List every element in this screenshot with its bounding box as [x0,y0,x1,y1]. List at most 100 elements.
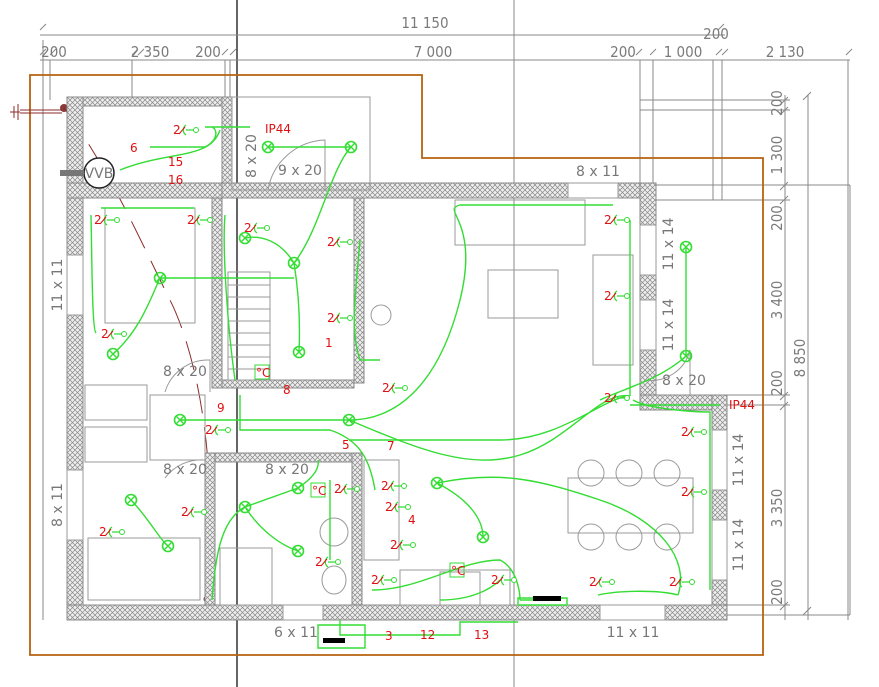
dim-top-seg-0: 200 [41,43,67,61]
dim-top-total: 11 150 [401,14,448,32]
socket-icon: 2 [187,213,213,227]
ceiling-light-icon [292,345,306,359]
staircase [227,271,271,381]
dim-right-seg-1: 1 300 [768,136,786,175]
socket-circuit-label: 2 [385,500,393,514]
socket-icon: 2 [244,221,270,235]
circuit-12: 12 [420,628,435,642]
thermostat-hall: °C [254,364,270,380]
ceiling-light-icon [430,476,444,490]
dim-top-seg-5: 1 000 [664,43,703,61]
socket-icon: 2 [390,538,416,552]
panel-bar-right [533,596,561,601]
dim-right-seg-5: 3 350 [768,489,786,528]
socket-circuit-label: 2 [94,213,102,227]
dining-chairs [577,459,681,551]
socket-icon: 2 [94,213,120,227]
socket-circuit-label: 2 [390,538,398,552]
opening-bottom-window: 11 x 11 [607,625,660,641]
thermostat-kitchen: °C [449,562,465,578]
socket-circuit-label: 2 [371,573,379,587]
furniture [87,139,694,606]
dim-top-extra: 200 [703,25,729,43]
boiler: VVB [60,157,115,189]
socket-circuit-label: 2 [589,575,597,589]
socket-icon: 2 [604,289,630,303]
socket-circuit-label: 2 [604,289,612,303]
thermostat-bath: °C [310,482,326,498]
ceiling-light-icon [287,256,301,270]
circuit-8: 8 [283,383,291,397]
ceiling-light-icon [291,544,305,558]
socket-icon: 2 [173,123,199,137]
ceiling-light-icon [238,500,252,514]
ceiling-light-icon [291,481,305,495]
socket-icon: 2 [327,311,353,325]
socket-icon: 2 [681,485,707,499]
opening-bath-window: 6 x 11 [274,625,318,641]
top-dimension-lines [39,23,853,620]
opening-bedroom-door: 8 x 20 [163,364,207,380]
ceiling-light-icon [679,349,693,363]
windows [66,182,728,621]
circuit-1: 1 [325,336,333,350]
socket-circuit-label: 2 [173,123,181,137]
socket-icon: 2 [101,327,127,341]
dim-right-seg-4: 200 [768,370,786,396]
dim-right-total: 8 850 [791,339,809,378]
boiler-label: VVB [85,166,114,182]
ceiling-light-icon [238,231,252,245]
socket-icon: 2 [604,391,630,405]
socket-icon: 2 [99,525,125,539]
socket-circuit-label: 2 [681,485,689,499]
circuit-5: 5 [342,438,350,452]
circuit-9: 9 [217,401,225,415]
socket-icon: 2 [385,500,411,514]
dim-right-seg-6: 200 [768,579,786,605]
socket-circuit-label: 2 [381,479,389,493]
socket-icon: 2 [382,381,408,395]
ceiling-light-icon [344,140,358,154]
opening-dining-window-2: 11 x 14 [731,519,747,572]
thermostat-kitchen-label: °C [451,564,465,578]
ceiling-light-icon [106,347,120,361]
circuit-13: 13 [474,628,489,642]
socket-icon: 2 [681,425,707,439]
thermostat-bath-label: °C [312,484,326,498]
dim-top-seg-4: 200 [610,43,636,61]
ceiling-light-icon [261,140,275,154]
circuit-6: 6 [130,141,138,155]
socket-circuit-label: 2 [604,391,612,405]
ground-symbol [10,104,62,120]
socket-circuit-label: 2 [99,525,107,539]
ceiling-light-icon [173,413,187,427]
opening-left-window: 8 x 11 [50,483,66,527]
socket-circuit-label: 2 [187,213,195,227]
socket-circuit-label: 2 [382,381,390,395]
light-fixtures [106,140,693,558]
opening-living-window-1: 11 x 14 [661,218,677,271]
socket-icon: 2 [371,573,397,587]
socket-icon: 2 [669,575,695,589]
circuit-7: 7 [387,439,395,453]
socket-icon: 2 [181,505,207,519]
socket-circuit-label: 2 [491,573,499,587]
dim-right-seg-0: 200 [768,90,786,116]
opening-side-door: 8 x 20 [662,373,706,389]
opening-room-door: 8 x 20 [163,462,207,478]
socket-circuit-label: 2 [205,423,213,437]
socket-icon: 2 [205,423,231,437]
ip44-label-right: IP44 [729,398,755,412]
opening-top-window: 8 x 11 [576,164,620,180]
ceiling-light-icon [124,493,138,507]
dim-top-seg-2: 200 [195,43,221,61]
opening-living-window-2: 11 x 14 [661,299,677,352]
dim-top-seg-6: 2 130 [766,43,805,61]
socket-icon: 2 [381,479,407,493]
socket-circuit-label: 2 [101,327,109,341]
socket-circuit-label: 2 [181,505,189,519]
opening-porch-door-vertical: 8 x 20 [244,134,260,178]
socket-circuit-label: 2 [334,482,342,496]
